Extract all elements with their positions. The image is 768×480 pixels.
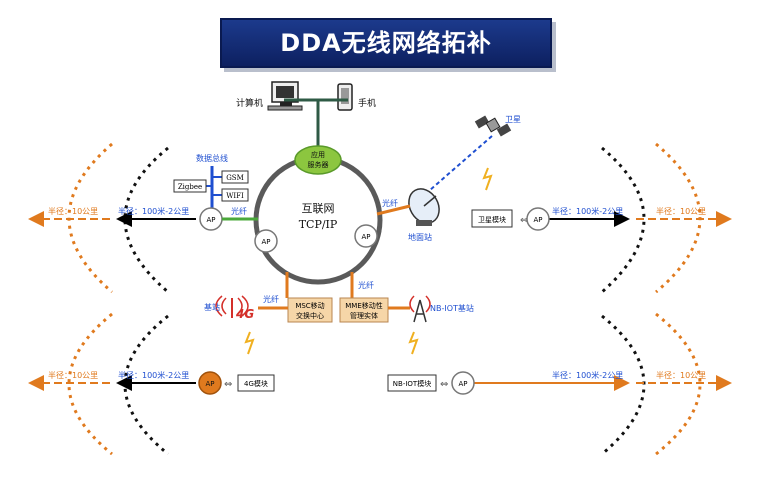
ground-station-label: 地面站 (408, 232, 432, 242)
svg-text:AP: AP (458, 380, 467, 388)
ap-node-ring-right (354, 224, 378, 248)
range-label-inner-upper-left: 半径：100米-2公里 (118, 206, 189, 216)
page-title: DDA无线网络拓补 (280, 29, 492, 57)
4g-module-box (237, 374, 275, 392)
mme-label-line1: MME移动性 (345, 301, 383, 310)
range-arc-outer-lower-right (655, 312, 702, 456)
nbiot-module-box (387, 374, 437, 392)
gsm-label: GSM (226, 174, 244, 182)
nbiot-module-label: NB-IOT模块 (393, 379, 431, 388)
app-server-node (294, 145, 342, 175)
range-label-inner-lower-right: 半径：100米-2公里 (552, 370, 623, 380)
satellite-signal-bolt (482, 167, 493, 191)
nbiot-tower-icon (409, 295, 431, 323)
base-station-label: 基站 (204, 302, 220, 312)
range-label-outer-lower-right: 半径：10公里 (656, 370, 706, 380)
msc-box (287, 297, 333, 323)
fiber-link-ground-station (376, 204, 411, 216)
satellite-icon (474, 115, 512, 137)
range-label-outer-upper-left: 半径：10公里 (48, 206, 98, 216)
svg-text:AP: AP (533, 216, 542, 224)
ap-node-lower-right (451, 371, 475, 395)
svg-text:AP: AP (206, 216, 215, 224)
satellite-module-label: 卫星模块 (478, 215, 506, 224)
fiber-label-upper-left: 光纤 (231, 206, 247, 216)
nbiot-signal-bolt (408, 331, 419, 355)
computer-icon (267, 81, 303, 111)
bidir-arrow-icon: ⇔ (440, 379, 448, 390)
satellite-label: 卫星 (505, 115, 521, 124)
satellite-link (429, 135, 493, 191)
app-server-label-line1: 应用 (311, 150, 325, 159)
app-server-label-line2: 服务器 (308, 160, 329, 169)
title-banner: DDA无线网络拓补 (220, 18, 552, 68)
svg-text:AP: AP (361, 233, 370, 241)
fiber-label-4g: 光纤 (263, 294, 279, 304)
nbiot-base-label: NB-IOT基站 (430, 303, 474, 313)
satellite-module-box (471, 209, 513, 228)
zigbee-label: Zigbee (178, 183, 202, 191)
4g-module-label: 4G模块 (244, 379, 268, 388)
bidir-arrow-icon: ⇔ (520, 215, 528, 226)
range-arc-inner-lower-left (123, 314, 169, 456)
mme-label-line2: 管理实体 (350, 311, 378, 320)
computer-label: 计算机 (236, 97, 263, 109)
gsm-box (221, 170, 249, 184)
range-arc-inner-lower-right (601, 314, 646, 456)
msc-label-line2: 交换中心 (296, 311, 324, 320)
4g-signal-bolt (244, 331, 255, 355)
mme-box (339, 297, 389, 323)
data-bus-label: 数据总线 (196, 153, 228, 163)
fiber-label-mme: 光纤 (358, 280, 374, 290)
wifi-box (221, 188, 249, 202)
range-label-inner-lower-left: 半径：100米-2公里 (118, 370, 189, 380)
ap-node-upper-right (526, 207, 550, 231)
protocol-label: TCP/IP (299, 218, 338, 231)
svg-text:AP: AP (261, 238, 270, 246)
range-arc-inner-upper-left (123, 146, 169, 294)
phone-icon (337, 83, 353, 111)
4g-badge: 4G (235, 307, 254, 321)
fiber-label-ground-station: 光纤 (382, 198, 398, 208)
satellite-dish-icon (408, 188, 440, 226)
ap-node-ring-left (254, 229, 278, 253)
4g-tower-icon (215, 295, 249, 318)
ap-node-lower-left (198, 371, 222, 395)
range-label-outer-lower-left: 半径：10公里 (48, 370, 98, 380)
range-label-inner-upper-right: 半径：100米-2公里 (552, 206, 623, 216)
range-arc-outer-lower-left (67, 312, 113, 456)
range-arc-inner-upper-right (601, 146, 646, 294)
phone-label: 手机 (358, 97, 376, 109)
msc-label-line1: MSC移动 (295, 301, 324, 310)
range-label-outer-upper-right: 半径：10公里 (656, 206, 706, 216)
internet-label: 互联网 (302, 202, 335, 215)
svg-text:AP: AP (205, 380, 214, 388)
bidir-arrow-icon: ⇔ (224, 379, 232, 390)
zigbee-box (173, 179, 207, 193)
wifi-label: WIFI (226, 192, 244, 200)
